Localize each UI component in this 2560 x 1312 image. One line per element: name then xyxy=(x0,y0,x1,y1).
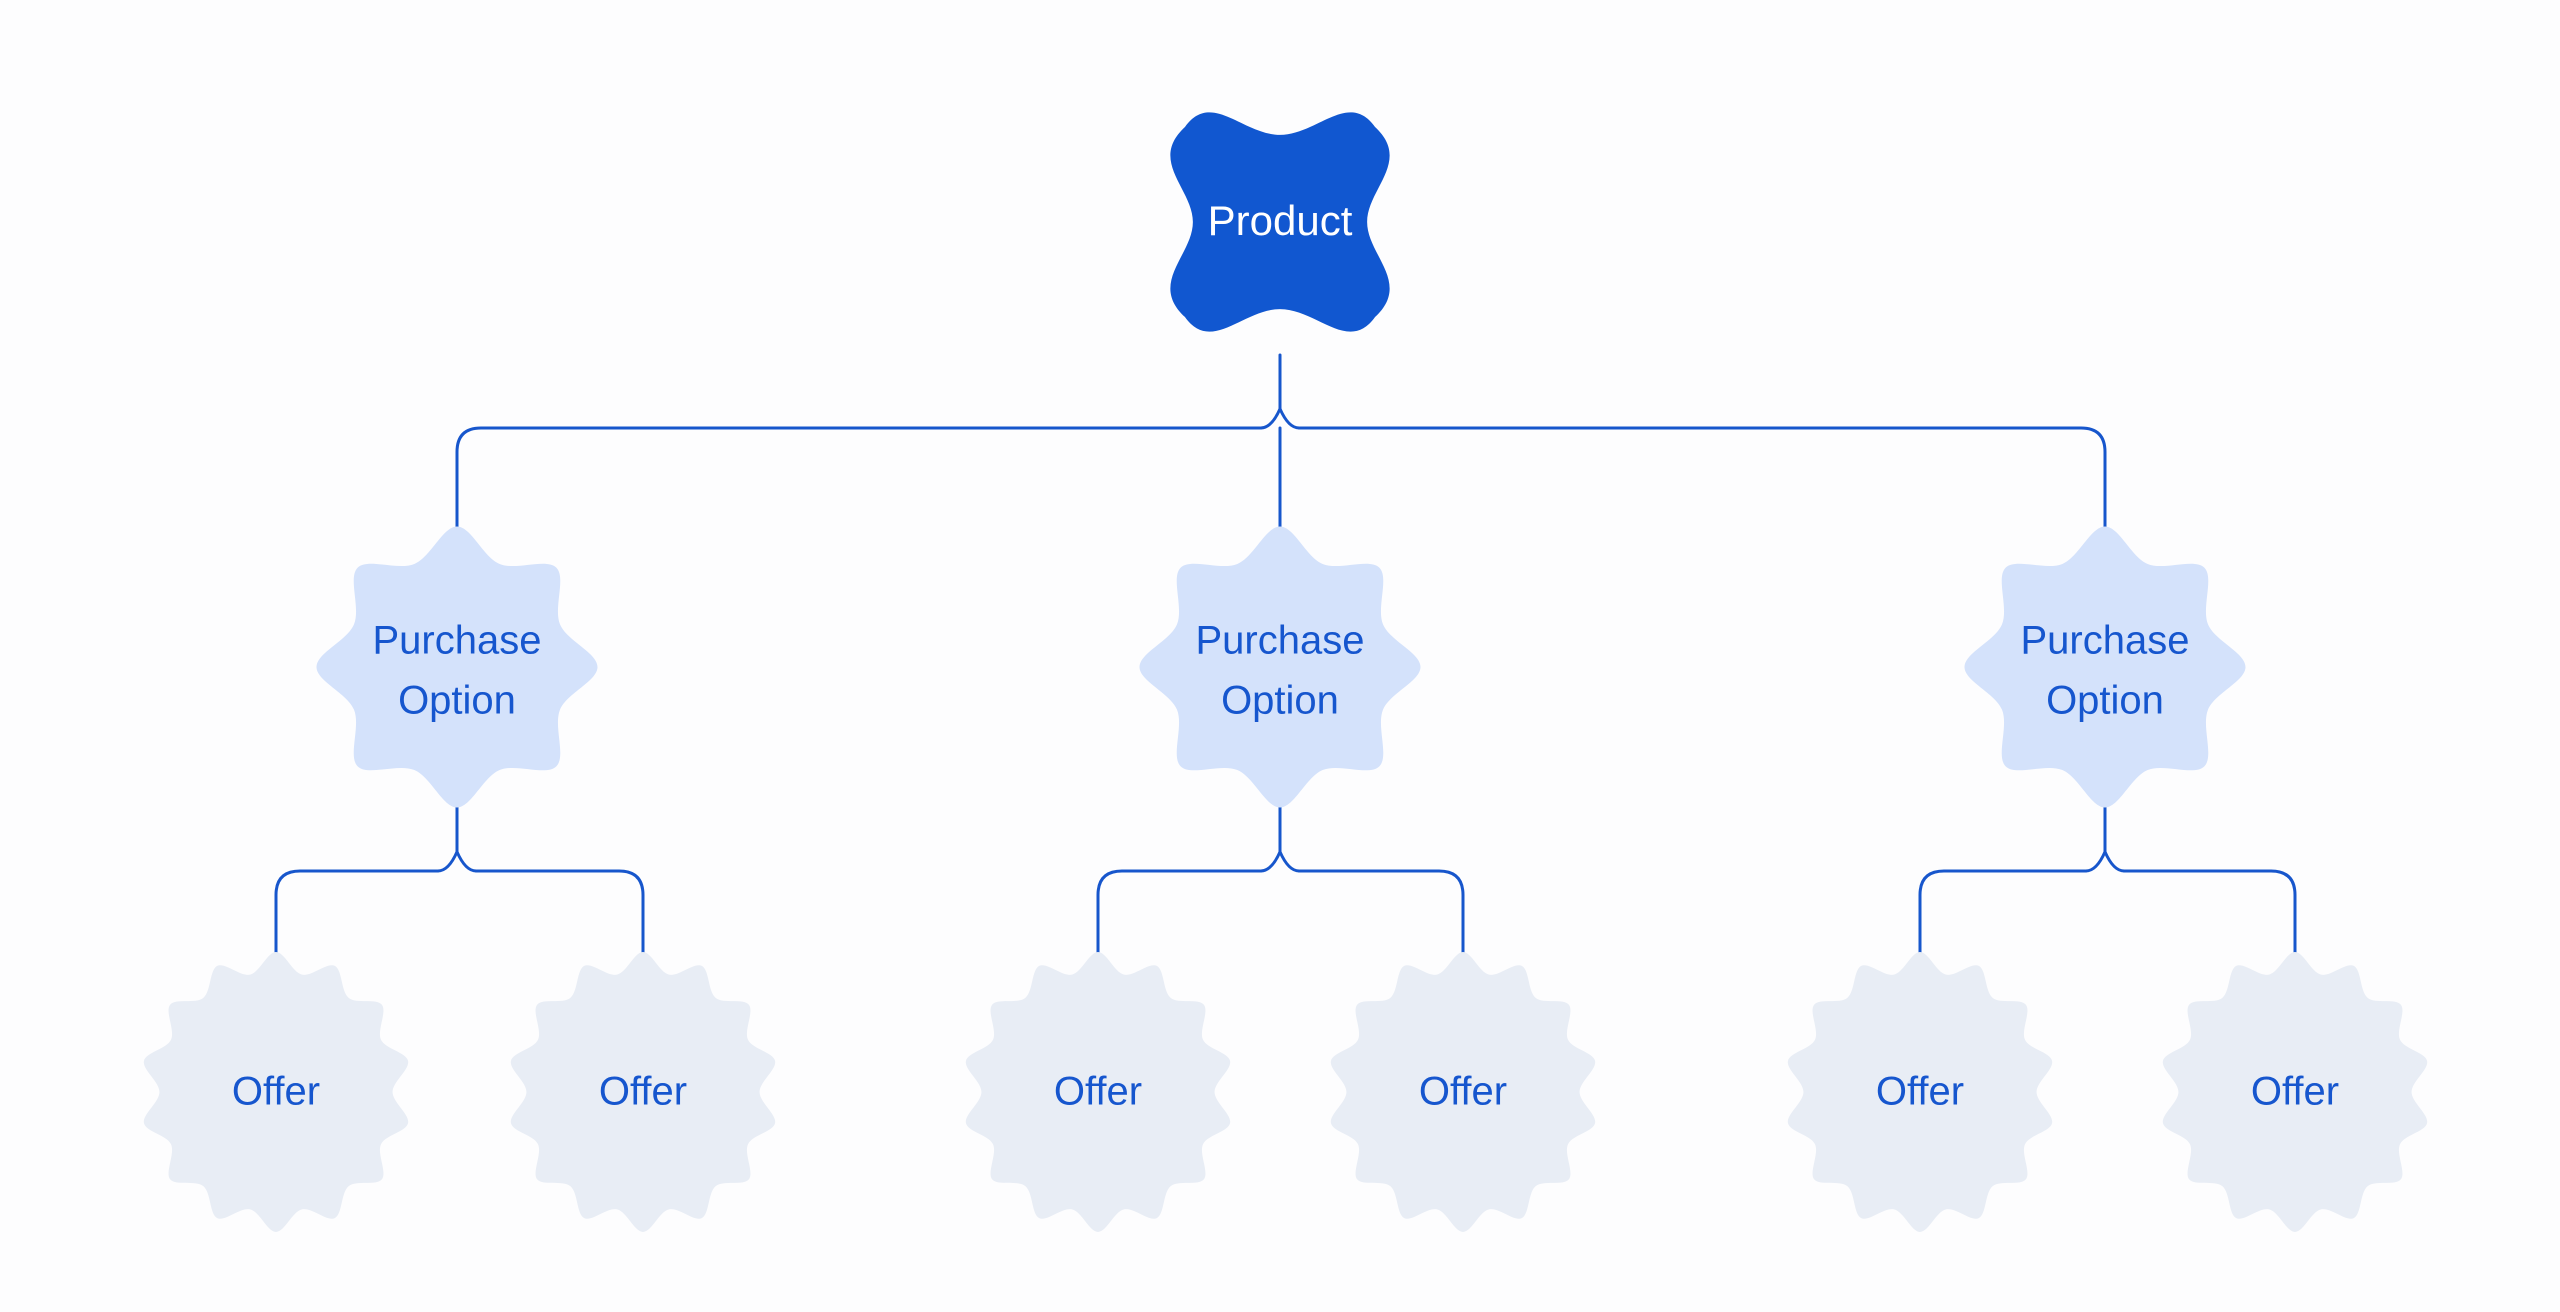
connector-junction-right-l2-2 xyxy=(2103,850,2126,873)
connector-junction-left-l2-2 xyxy=(2084,850,2107,873)
node-offer-2[interactable]: Offer xyxy=(510,952,776,1232)
offer-blob-shape xyxy=(1787,952,2053,1232)
purchase-option-label-line1: Purchase xyxy=(1196,619,1365,663)
connector-leg-right-l2-0 xyxy=(474,869,645,977)
connector-leg-right-l2-2 xyxy=(2122,869,2297,977)
purchase-option-blob-shape xyxy=(316,526,598,808)
node-offer-4[interactable]: Offer xyxy=(1330,952,1596,1232)
offer-blob-shape xyxy=(143,952,409,1232)
node-offer-1[interactable]: Offer xyxy=(143,952,409,1232)
product-label: Product xyxy=(1208,197,1353,244)
connector-junction-left-l2-1 xyxy=(1259,850,1282,873)
product-blob-shape xyxy=(1170,112,1390,332)
offer-label: Offer xyxy=(1419,1070,1507,1114)
connector-junction-right-l2-1 xyxy=(1278,850,1301,873)
offer-blob-shape xyxy=(965,952,1231,1232)
connector-leg-left-l2-2 xyxy=(1918,869,2088,977)
purchase-option-label-line2: Option xyxy=(1221,679,1339,723)
purchase-option-label-line2: Option xyxy=(398,679,516,723)
node-offer-6[interactable]: Offer xyxy=(2162,952,2428,1232)
offer-label: Offer xyxy=(2251,1070,2339,1114)
connector-junction-right-l1 xyxy=(1278,407,1301,430)
connector-junction-right-l2-0 xyxy=(455,850,478,873)
purchase-option-blob-shape xyxy=(1139,526,1421,808)
offer-label: Offer xyxy=(1876,1070,1964,1114)
connector-leg-left-l1 xyxy=(455,426,1263,554)
connector-leg-left-l2-1 xyxy=(1096,869,1263,977)
connector-junction-left-l1 xyxy=(1259,407,1282,430)
node-offer-5[interactable]: Offer xyxy=(1787,952,2053,1232)
nodes-layer: ProductPurchaseOptionPurchaseOptionPurch… xyxy=(143,112,2428,1232)
purchase-option-label-line1: Purchase xyxy=(373,619,542,663)
node-product[interactable]: Product xyxy=(1170,112,1390,332)
offer-blob-shape xyxy=(510,952,776,1232)
purchase-option-blob-shape xyxy=(1964,526,2246,808)
connector-leg-right-l1 xyxy=(1297,426,2107,554)
offer-label: Offer xyxy=(599,1070,687,1114)
offer-label: Offer xyxy=(232,1070,320,1114)
purchase-option-label-line2: Option xyxy=(2046,679,2164,723)
connector-leg-right-l2-1 xyxy=(1297,869,1465,977)
connectors-layer xyxy=(274,353,2297,977)
node-offer-3[interactable]: Offer xyxy=(965,952,1231,1232)
purchase-option-label-line1: Purchase xyxy=(2021,619,2190,663)
offer-blob-shape xyxy=(1330,952,1596,1232)
connector-leg-left-l2-0 xyxy=(274,869,440,977)
offer-blob-shape xyxy=(2162,952,2428,1232)
offer-label: Offer xyxy=(1054,1070,1142,1114)
connector-junction-left-l2-0 xyxy=(436,850,459,873)
